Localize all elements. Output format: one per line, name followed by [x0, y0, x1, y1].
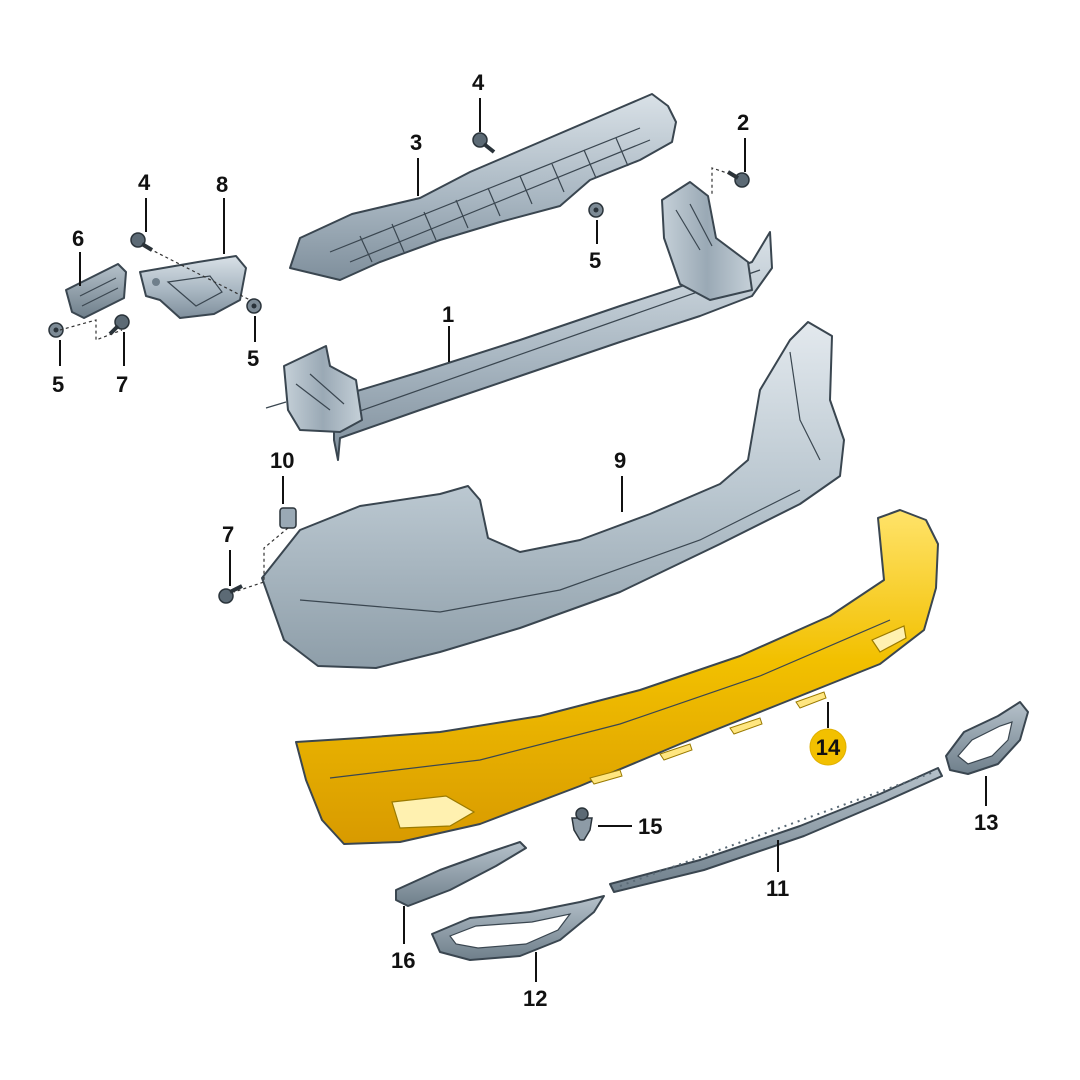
- bolt-part-7-lower: [218, 584, 243, 604]
- nut-part-5-left: [48, 322, 64, 338]
- leader-lines: [59, 98, 987, 982]
- part-13-bezel: [945, 701, 1029, 775]
- clip-part-15: [571, 807, 593, 841]
- part-11-trim-strip: [609, 767, 943, 893]
- bolt-part-4-upper: [472, 132, 496, 154]
- callout-labels: 1 2 3 4 4 5 5 5 6 7 7 8 9 10 11 12 13 15…: [52, 70, 998, 1011]
- assembly-line-8: [143, 245, 251, 301]
- part-9-upper-bumper-cover: [261, 321, 845, 669]
- assembly-line-6: [59, 319, 123, 341]
- bolt-part-7-upper: [108, 314, 130, 336]
- assembly-line-10: [233, 527, 289, 593]
- callout-14-badge: [809, 728, 847, 766]
- nut-part-5-upper: [588, 202, 604, 218]
- part-6-small-bracket: [65, 263, 127, 319]
- callout-11: 11: [766, 876, 789, 901]
- callout-3: 3: [410, 130, 422, 155]
- callout-5-mid: 5: [247, 346, 259, 371]
- assembly-line-2: [711, 167, 737, 196]
- nut-part-5-mid: [246, 298, 262, 314]
- part-3-energy-absorber: [289, 93, 677, 281]
- callout-6: 6: [72, 226, 84, 251]
- callout-14: 14: [816, 735, 841, 760]
- callout-1: 1: [442, 302, 454, 327]
- part-16-trim-piece: [395, 841, 527, 907]
- callout-10: 10: [270, 448, 294, 473]
- part-14-lower-bumper-highlighted: [295, 509, 939, 845]
- callout-12: 12: [523, 986, 547, 1011]
- callout-9: 9: [614, 448, 626, 473]
- callout-4-upper: 4: [472, 70, 485, 95]
- callout-2: 2: [737, 110, 749, 135]
- callout-5-left: 5: [52, 372, 64, 397]
- part-8-bracket: [139, 255, 247, 319]
- callout-5-upper: 5: [589, 248, 601, 273]
- callout-16: 16: [391, 948, 415, 973]
- callout-7-upper: 7: [116, 372, 128, 397]
- bolt-part-2: [726, 170, 750, 188]
- callout-4-left: 4: [138, 170, 151, 195]
- callout-14-highlight: 14: [809, 728, 847, 766]
- callout-7-lower: 7: [222, 522, 234, 547]
- callout-13: 13: [974, 810, 998, 835]
- part-12-bezel: [431, 895, 605, 961]
- part-1-reinforcement-beam: [265, 181, 773, 461]
- callout-8: 8: [216, 172, 228, 197]
- callout-15: 15: [638, 814, 662, 839]
- spacer-part-10: [279, 507, 297, 529]
- bolt-part-4-left: [130, 232, 154, 252]
